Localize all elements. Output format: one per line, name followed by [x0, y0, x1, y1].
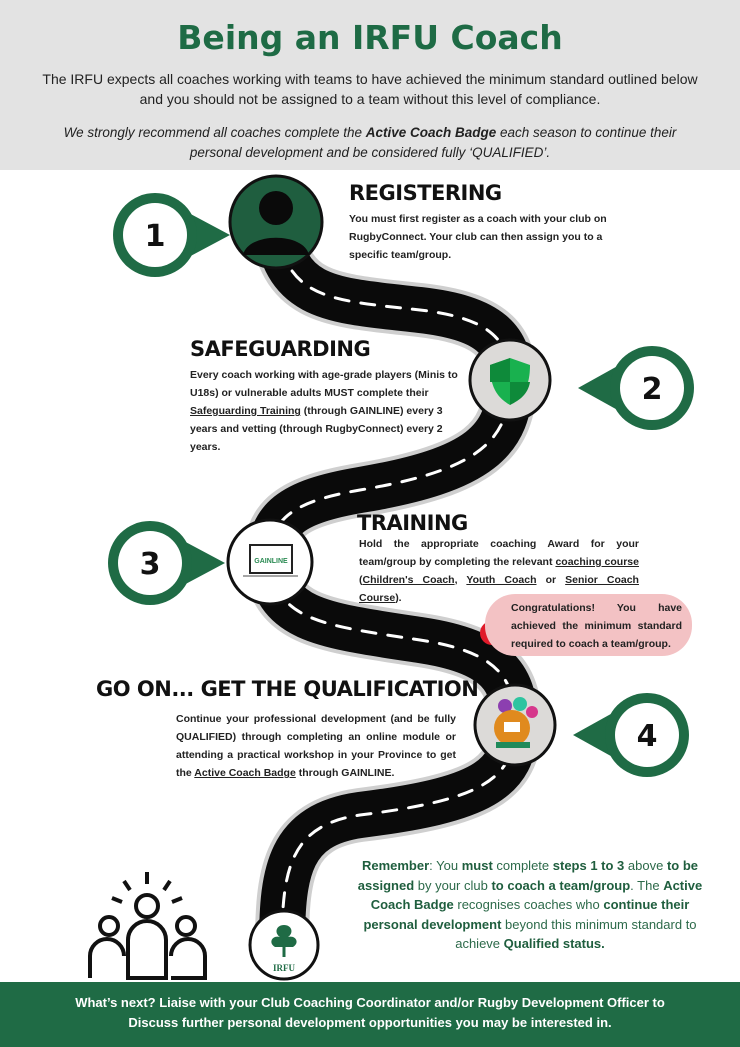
rem-12: recognises coaches who: [453, 897, 604, 912]
rem-8: by your club: [414, 877, 492, 893]
rem-6: above: [624, 858, 667, 873]
rem-10: . The: [630, 877, 664, 893]
youth-coach-link[interactable]: Youth Coach: [466, 574, 537, 586]
person-icon: [228, 174, 324, 270]
rem-7: to be assigned: [357, 858, 699, 893]
rem-14: beyond this minimum standard to achieve: [455, 916, 697, 952]
step-3-text-a: Hold the appropriate coaching Award for …: [359, 538, 639, 568]
remember-note: Remember: You must complete steps 1 to 3…: [345, 856, 715, 954]
rem-5: steps 1 to 3: [552, 858, 625, 873]
people-icon: [88, 872, 207, 980]
step-4-title: GO ON... GET THE QUALIFICATION: [96, 677, 479, 701]
rem-15: Qualified status.: [503, 936, 605, 951]
rem-13: continue their personal development: [363, 897, 690, 932]
senior-coach-course-link[interactable]: Senior Coach Course: [359, 574, 639, 604]
safeguarding-training-link[interactable]: Safeguarding Training: [190, 405, 301, 417]
rec-post: each season to continue their personal d…: [189, 125, 677, 160]
congratulations-callout: Congratulations! You have achieved the m…: [485, 594, 692, 656]
intro-text: The IRFU expects all coaches working wit…: [42, 71, 698, 107]
rem-1: Remember: [361, 858, 430, 873]
page-title: Being an IRFU Coach: [177, 18, 563, 57]
gainline-laptop-icon: GAINLINE: [226, 518, 314, 606]
rem-9: to coach a team/group: [491, 877, 631, 893]
step-3-title: TRAINING: [357, 511, 468, 535]
step-1-text: You must first register as a coach with …: [349, 213, 607, 261]
step-3-text-d: or: [536, 574, 566, 586]
step-1-title: REGISTERING: [349, 181, 502, 205]
gainline-label: GAINLINE: [254, 558, 288, 565]
header-band: Being an IRFU Coach The IRFU expects all…: [0, 0, 740, 170]
step-3-pin: [108, 521, 225, 605]
step-3-text: Hold the appropriate coaching Award for …: [359, 535, 639, 607]
coaching-course-link[interactable]: coaching course: [555, 556, 639, 568]
childrens-coach-link[interactable]: Children's Coach: [362, 574, 455, 586]
irfu-logo: IRFU: [248, 909, 320, 981]
step-3-text-b: (: [359, 574, 363, 586]
step-2-text-b: (through GAINLINE) every 3 years and vet…: [190, 405, 443, 453]
step-2-text: Every coach working with age-grade playe…: [190, 366, 460, 456]
rec-bold: Active Coach Badge: [365, 125, 497, 140]
rem-3: must: [461, 858, 493, 873]
footer-line-1: What’s next? Liaise with your Club Coach…: [75, 995, 665, 1010]
step-1-number: 1: [145, 219, 166, 254]
rec-pre: We strongly recommend all coaches comple…: [63, 125, 366, 140]
shield-icon: [468, 338, 552, 422]
step-2-pin: [578, 346, 694, 430]
step-2-title: SAFEGUARDING: [190, 337, 371, 361]
irfu-logo-label: IRFU: [273, 963, 295, 973]
step-4-text-a: Continue your professional development (…: [176, 713, 456, 779]
step-4-text-b: through GAINLINE.: [295, 767, 395, 779]
rem-11: Active Coach Badge: [370, 877, 703, 913]
step-1-pin: [113, 193, 230, 277]
step-4-number: 4: [637, 719, 658, 754]
step-2-text-a: Every coach working with age-grade playe…: [190, 369, 458, 399]
rem-2: : You: [429, 858, 462, 873]
active-coach-badge-icon: [473, 683, 557, 767]
step-4-pin: [573, 693, 689, 777]
step-4-text: Continue your professional development (…: [176, 710, 456, 782]
rem-4: complete: [492, 858, 553, 873]
footer-line-2: Discuss further personal development opp…: [128, 1015, 612, 1030]
step-3-text-c: ,: [454, 574, 467, 586]
recommendation-text: We strongly recommend all coaches comple…: [0, 123, 740, 163]
footer-band: What’s next? Liaise with your Club Coach…: [0, 982, 740, 1047]
step-3-number: 3: [140, 547, 161, 582]
step-2-number: 2: [642, 372, 663, 407]
active-coach-badge-link[interactable]: Active Coach Badge: [194, 767, 296, 779]
step-3-text-e: ).: [395, 592, 402, 604]
